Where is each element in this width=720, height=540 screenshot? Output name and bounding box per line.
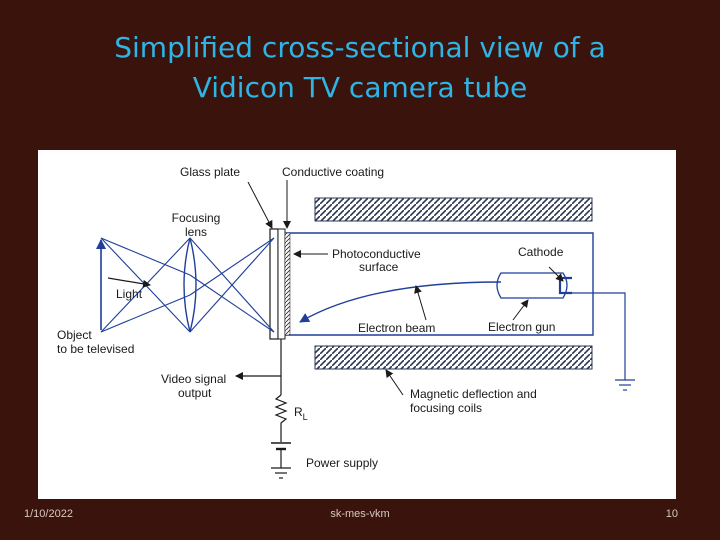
label-magnetic-2: focusing coils	[410, 401, 482, 415]
conductive-coating	[277, 228, 286, 340]
cathode-element	[558, 276, 572, 295]
upper-coil	[314, 197, 593, 222]
power-supply-symbol	[271, 442, 291, 468]
footer-date: 1/10/2022	[24, 508, 73, 520]
slide-title: Simplified cross-sectional view of a Vid…	[0, 28, 720, 108]
lower-coil	[314, 345, 593, 370]
label-power-supply: Power supply	[306, 456, 378, 470]
vidicon-diagram: Glass plate Conductive coating Focusing …	[38, 150, 676, 499]
label-video-signal-1: Video signal	[161, 372, 226, 386]
title-line-2: Vidicon TV camera tube	[192, 71, 528, 104]
label-rl-main: R	[294, 405, 303, 419]
glass-plate	[269, 228, 279, 340]
label-conductive-coating: Conductive coating	[282, 165, 384, 179]
electron-beam	[299, 281, 502, 323]
footer-author: sk-mes-vkm	[330, 508, 390, 520]
ground-symbol-right	[615, 379, 635, 391]
tube-outline	[285, 232, 594, 336]
ground-symbol-left	[271, 467, 291, 479]
label-electron-gun: Electron gun	[488, 320, 555, 334]
light-arrow	[107, 277, 151, 288]
label-rl-sub: L	[303, 412, 308, 422]
label-light: Light	[116, 287, 143, 301]
footer-page-number: 10	[665, 508, 678, 520]
title-line-1: Simplified cross-sectional view of a	[114, 31, 606, 64]
label-object-1: Object	[57, 328, 92, 342]
cathode-wire	[572, 292, 626, 380]
focusing-lens	[183, 237, 197, 333]
label-object-2: to be televised	[57, 342, 134, 356]
vidicon-diagram-svg: Glass plate Conductive coating Focusing …	[57, 165, 635, 479]
photoconductive-surface	[284, 232, 291, 336]
electron-gun	[496, 272, 568, 299]
label-video-signal-2: output	[178, 386, 212, 400]
label-photoconductive-1: Photoconductive	[332, 247, 421, 261]
label-magnetic-1: Magnetic deflection and	[410, 387, 537, 401]
label-focusing-lens-1: Focusing	[172, 211, 221, 225]
label-electron-beam: Electron beam	[358, 321, 435, 335]
label-rl: RL	[294, 405, 308, 422]
label-pointers	[247, 180, 564, 396]
label-cathode: Cathode	[518, 245, 564, 259]
load-resistor	[274, 394, 288, 442]
label-glass-plate: Glass plate	[180, 165, 240, 179]
label-photoconductive-2: surface	[359, 260, 399, 274]
label-focusing-lens-2: lens	[185, 225, 207, 239]
